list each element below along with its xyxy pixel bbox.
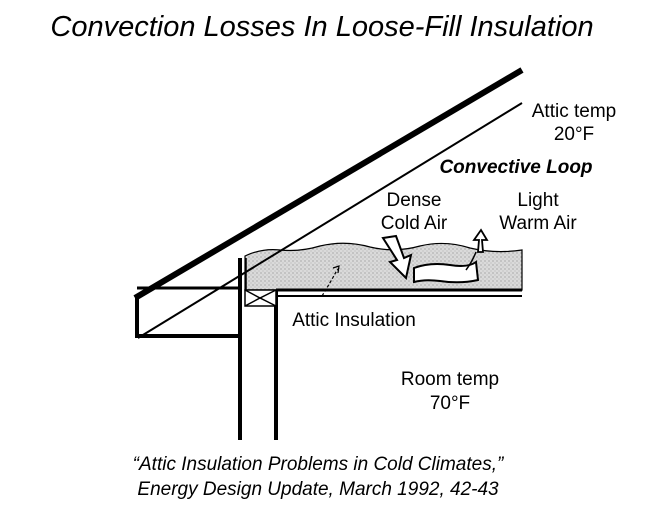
citation-line-2: Energy Design Update, March 1992, 42-43: [137, 479, 499, 500]
citation-line-1: “Attic Insulation Problems in Cold Clima…: [133, 454, 505, 475]
light-warm-air-label-1: Light: [517, 190, 559, 211]
roof-line: [133, 67, 524, 301]
attic-insulation-label: Attic Insulation: [292, 310, 416, 331]
rafter-line: [137, 102, 523, 339]
warm-air-arrow: [472, 228, 489, 253]
light-warm-air-label-2: Warm Air: [499, 213, 577, 234]
room-temp-label: Room temp: [401, 369, 499, 390]
warm-air-puff: [465, 251, 477, 271]
attic-insulation-leader-head: [332, 265, 340, 274]
convective-loop-channel: [413, 260, 480, 284]
dense-cold-air-label-2: Cold Air: [381, 213, 448, 234]
attic-temp-value: 20°F: [554, 124, 594, 145]
cold-air-arrow: [381, 234, 413, 281]
room-temp-value: 70°F: [430, 393, 470, 414]
attic-insulation-leader: [321, 267, 340, 297]
dense-cold-air-label-1: Dense: [387, 190, 442, 211]
convective-loop-label: Convective Loop: [439, 157, 592, 178]
top-plate-brace: [244, 289, 277, 307]
attic-temp-label: Attic temp: [532, 101, 616, 122]
diagram-title: Convection Losses In Loose-Fill Insulati…: [50, 11, 593, 43]
